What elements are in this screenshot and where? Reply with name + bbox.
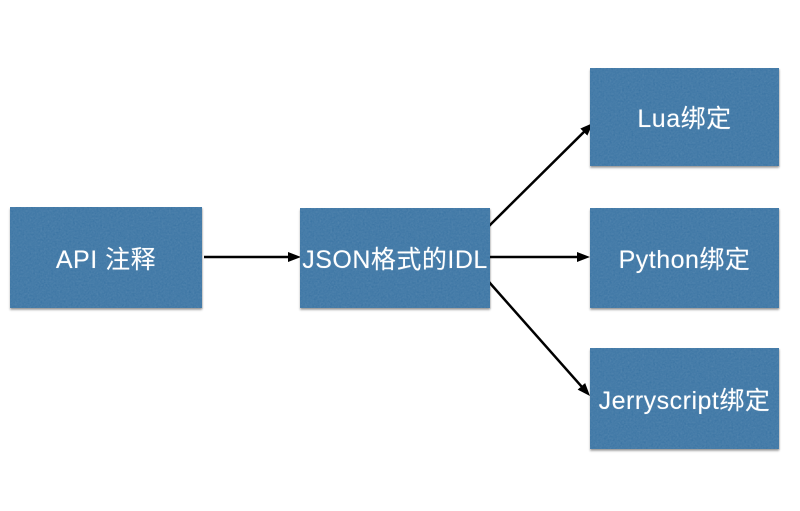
node-python: Python绑定 [590,208,779,308]
node-idl-label: JSON格式的IDL [302,246,488,274]
node-jerryscript-label: Jerryscript绑定 [598,386,771,415]
arrow-idl-to-jerryscript [488,281,590,397]
node-lua: Lua绑定 [590,68,779,166]
node-lua-label: Lua绑定 [637,105,732,133]
node-jerryscript: Jerryscript绑定 [590,348,779,449]
node-api: API 注释 [10,207,202,308]
node-python-label: Python绑定 [618,246,751,274]
node-idl: JSON格式的IDL [300,208,490,308]
arrow-idl-to-lua [488,122,594,227]
node-api-label: API 注释 [55,245,157,274]
